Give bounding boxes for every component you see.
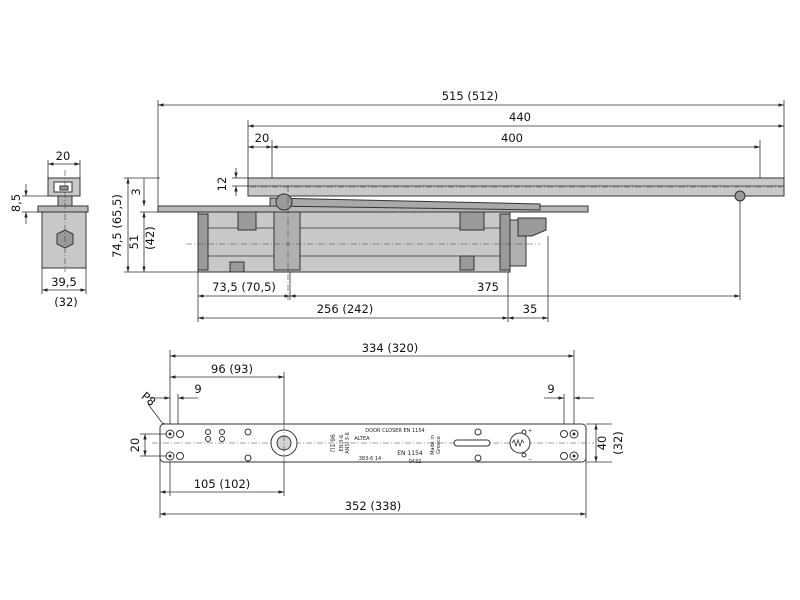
svg-text:−: −	[528, 457, 532, 463]
plate-brand: ALTEA	[354, 436, 370, 442]
plate-std2: ANSI 3-6	[345, 432, 351, 454]
dim-12: 12	[215, 177, 229, 192]
top-dimensions: 515 (512) 440 20 400 12 74,5 (65,5) 3 51…	[110, 89, 785, 273]
dim-20-plate: 20	[128, 438, 142, 453]
plate-code: 383-6 14	[359, 456, 381, 462]
dim-105: 105 (102)	[194, 477, 251, 491]
dim-32-plate: (32)	[611, 431, 625, 455]
plate-mfg1: Made in	[430, 435, 436, 455]
bottom-dimensions: 73,5 (70,5) 375 256 (242) 35	[197, 200, 741, 322]
side-dim-20: 20	[56, 149, 71, 163]
closer-arm	[269, 197, 541, 211]
dim-352: 352 (338)	[345, 499, 402, 513]
dim-96: 96 (93)	[211, 362, 253, 376]
dim-74-5: 74,5 (65,5)	[110, 194, 124, 258]
side-dim-39-5: 39,5	[51, 275, 77, 289]
side-view: 20 8,5 39,5 (32)	[9, 149, 89, 309]
plate-label: ΠΣ 96 EN 3-6 ANSI 3-6 ALTEA DOOR CLOSER …	[330, 428, 442, 465]
side-dim-8-5: 8,5	[9, 194, 23, 212]
plate-std1: EN 3-6	[339, 435, 345, 452]
svg-text:+: +	[528, 428, 532, 434]
plate-view: 334 (320) 96 (93) 9 9 P8	[128, 341, 625, 518]
dim-p8: P8	[139, 389, 159, 409]
dim-334: 334 (320)	[362, 341, 419, 355]
dim-9-right: 9	[547, 382, 554, 396]
plate-mfg2: Greece	[436, 436, 442, 454]
dim-35: 35	[523, 302, 538, 316]
side-dim-32: (32)	[54, 295, 78, 309]
plate-ce-top: DOOR CLOSER EN 1154	[365, 428, 424, 434]
dim-440: 440	[509, 110, 531, 124]
dim-400: 400	[501, 131, 523, 145]
closer-elevation	[157, 177, 785, 300]
dim-3: 3	[129, 188, 143, 195]
plate-en: EN 1154	[397, 450, 423, 457]
plate-model: ΠΣ 96	[330, 434, 337, 452]
dim-40: 40	[595, 436, 609, 451]
dim-9-left: 9	[194, 382, 201, 396]
dim-375: 375	[477, 280, 499, 294]
dim-20-top: 20	[255, 131, 270, 145]
dim-73-5: 73,5 (70,5)	[212, 280, 276, 294]
dim-256: 256 (242)	[317, 302, 374, 316]
plate-num: 0432	[409, 459, 422, 465]
dim-51: 51	[127, 235, 141, 250]
dim-515: 515 (512)	[442, 89, 499, 103]
dim-42: (42)	[143, 226, 157, 250]
